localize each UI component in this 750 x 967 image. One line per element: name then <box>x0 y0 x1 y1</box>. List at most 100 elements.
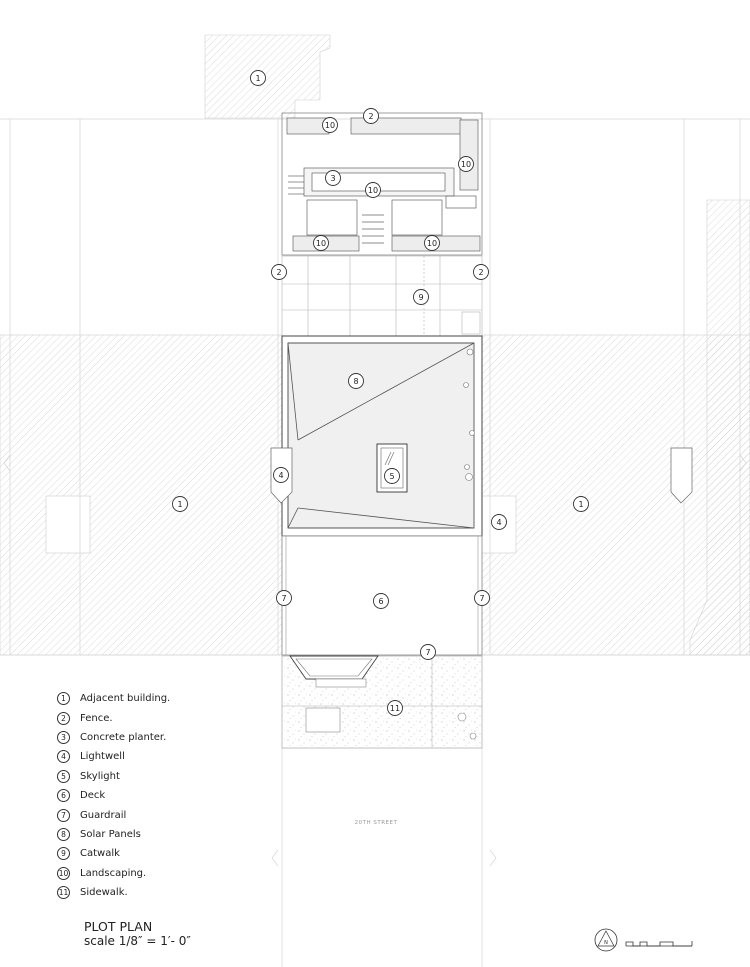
callout-adjacent-building: 1 <box>172 496 188 512</box>
legend-number: 7 <box>57 808 70 822</box>
svg-text:10: 10 <box>325 121 335 130</box>
legend-item: 3 Concrete planter. <box>57 728 257 747</box>
callout-guardrail: 7 <box>276 590 292 606</box>
svg-text:2: 2 <box>276 268 281 277</box>
legend-label: Sidewalk. <box>80 887 128 899</box>
planter-right <box>459 119 479 191</box>
legend: 1 Adjacent building. 2 Fence. 3 Concrete pl… <box>57 689 257 902</box>
plan-title: PLOT PLAN <box>84 919 153 934</box>
callout-landscaping: 10 <box>424 235 440 251</box>
callout-catwalk: 9 <box>413 289 429 305</box>
legend-number: 11 <box>57 886 70 900</box>
legend-item: 4 Lightwell <box>57 747 257 766</box>
svg-text:10: 10 <box>316 239 326 248</box>
callouts: 1 1 1 2 2 2 3 10 10 10 10 10 9 8 5 4 4 6… <box>172 70 589 716</box>
svg-text:1: 1 <box>177 500 182 509</box>
svg-text:10: 10 <box>427 239 437 248</box>
svg-text:10: 10 <box>368 186 378 195</box>
adjacent-courtyard-left <box>45 495 91 554</box>
callout-fence: 2 <box>271 264 287 280</box>
lightwell-right-adjacent <box>670 447 693 504</box>
adjacent-building-left <box>0 334 283 656</box>
legend-label: Fence. <box>80 712 113 724</box>
rear-yard <box>281 112 483 256</box>
svg-text:N: N <box>604 940 608 946</box>
legend-label: Adjacent building. <box>80 693 171 705</box>
legend-label: Concrete planter. <box>80 731 167 743</box>
callout-solar-panels: 8 <box>348 373 364 389</box>
svg-text:7: 7 <box>479 594 484 603</box>
svg-text:7: 7 <box>281 594 286 603</box>
svg-text:4: 4 <box>496 518 501 527</box>
callout-fence: 2 <box>473 264 489 280</box>
legend-item: 7 Guardrail <box>57 805 257 824</box>
callout-landscaping: 10 <box>313 235 329 251</box>
callout-fence: 2 <box>363 108 379 124</box>
roof-vents <box>463 348 475 481</box>
north-arrow: N <box>594 928 618 952</box>
legend-label: Solar Panels <box>80 828 141 840</box>
svg-text:1: 1 <box>255 74 260 83</box>
scale-bar <box>625 941 693 947</box>
svg-text:2: 2 <box>368 112 373 121</box>
svg-text:1: 1 <box>578 500 583 509</box>
sidewalk <box>281 655 483 749</box>
legend-item: 11 Sidewalk. <box>57 883 257 902</box>
svg-text:4: 4 <box>278 471 283 480</box>
svg-text:11: 11 <box>390 704 400 713</box>
callout-concrete-planter: 3 <box>325 170 341 186</box>
adjacent-building-top <box>204 34 331 119</box>
legend-number: 5 <box>57 769 70 783</box>
svg-text:10: 10 <box>461 160 471 169</box>
legend-item: 6 Deck <box>57 786 257 805</box>
callout-skylight: 5 <box>384 468 400 484</box>
legend-number: 4 <box>57 750 70 764</box>
legend-label: Catwalk <box>80 848 120 860</box>
adjacent-building-right <box>481 334 750 656</box>
callout-guardrail: 7 <box>474 590 490 606</box>
legend-label: Skylight <box>80 770 120 782</box>
title-block: PLOT PLAN scale 1/8″ = 1′- 0″ <box>84 920 191 949</box>
callout-landscaping: 10 <box>365 182 381 198</box>
legend-number: 1 <box>57 692 70 706</box>
catwalk <box>281 255 483 337</box>
callout-sidewalk: 11 <box>387 700 403 716</box>
svg-text:3: 3 <box>330 174 335 183</box>
rear-stairs <box>288 175 384 244</box>
adjacent-buildings <box>0 34 750 656</box>
legend-label: Lightwell <box>80 751 125 763</box>
svg-text:7: 7 <box>425 648 430 657</box>
callout-adjacent-building: 1 <box>250 70 266 86</box>
legend-item: 2 Fence. <box>57 708 257 727</box>
street-label: 20TH STREET <box>355 820 398 826</box>
svg-text:2: 2 <box>478 268 483 277</box>
legend-item: 5 Skylight <box>57 767 257 786</box>
legend-number: 3 <box>57 730 70 744</box>
callout-landscaping: 10 <box>322 117 338 133</box>
svg-text:8: 8 <box>353 377 358 386</box>
callout-guardrail: 7 <box>420 644 436 660</box>
svg-text:6: 6 <box>378 597 383 606</box>
plan-scale: scale 1/8″ = 1′- 0″ <box>84 934 191 948</box>
legend-number: 6 <box>57 789 70 803</box>
street: 20TH STREET <box>281 748 483 967</box>
legend-label: Landscaping. <box>80 867 147 879</box>
legend-label: Deck <box>80 790 106 802</box>
svg-text:5: 5 <box>389 472 394 481</box>
callout-adjacent-building: 1 <box>573 496 589 512</box>
callout-landscaping: 10 <box>458 156 474 172</box>
svg-text:9: 9 <box>418 293 423 302</box>
legend-number: 10 <box>57 866 70 880</box>
callout-deck: 6 <box>373 593 389 609</box>
skylight <box>376 443 408 493</box>
callout-lightwell: 4 <box>273 467 289 483</box>
legend-number: 2 <box>57 711 70 725</box>
callout-lightwell: 4 <box>491 514 507 530</box>
legend-item: 1 Adjacent building. <box>57 689 257 708</box>
legend-number: 9 <box>57 847 70 861</box>
legend-label: Guardrail <box>80 809 127 821</box>
legend-item: 10 Landscaping. <box>57 864 257 883</box>
legend-item: 9 Catwalk <box>57 844 257 863</box>
